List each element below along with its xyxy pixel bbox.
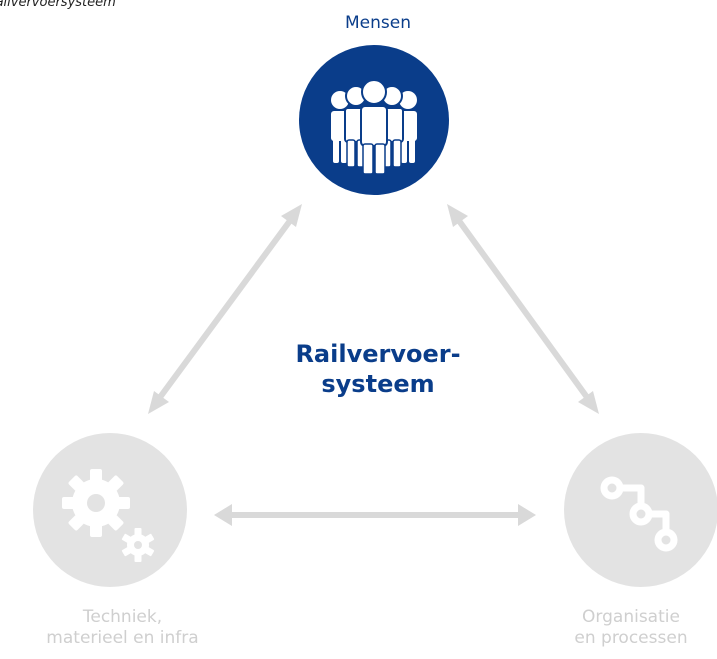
node-mensen <box>299 45 449 195</box>
node-organisatie <box>564 433 717 587</box>
arrow-top-right <box>447 204 599 414</box>
arrow-bottom <box>214 504 536 526</box>
process-flow-icon <box>600 476 678 552</box>
center-title-line1: Railvervoer- <box>295 340 461 368</box>
figure-caption: …t railvervoersysteem <box>0 0 116 10</box>
center-title-line2: systeem <box>321 370 435 398</box>
arrow-top-left <box>148 204 302 414</box>
node-label-techniek-line1: Techniek, <box>82 607 163 627</box>
node-label-organisatie-line1: Organisatie <box>582 607 680 627</box>
node-label-mensen: Mensen <box>345 13 411 33</box>
node-label-organisatie-line2: en processen <box>574 628 688 648</box>
node-label-organisatie: Organisatie en processen <box>545 607 717 649</box>
node-label-techniek: Techniek, materieel en infra <box>0 607 245 649</box>
people-group-icon <box>331 79 417 175</box>
node-techniek <box>33 433 187 587</box>
center-title: Railvervoer- systeem <box>228 339 528 399</box>
node-label-techniek-line2: materieel en infra <box>46 628 199 648</box>
gears-icon <box>62 469 155 562</box>
